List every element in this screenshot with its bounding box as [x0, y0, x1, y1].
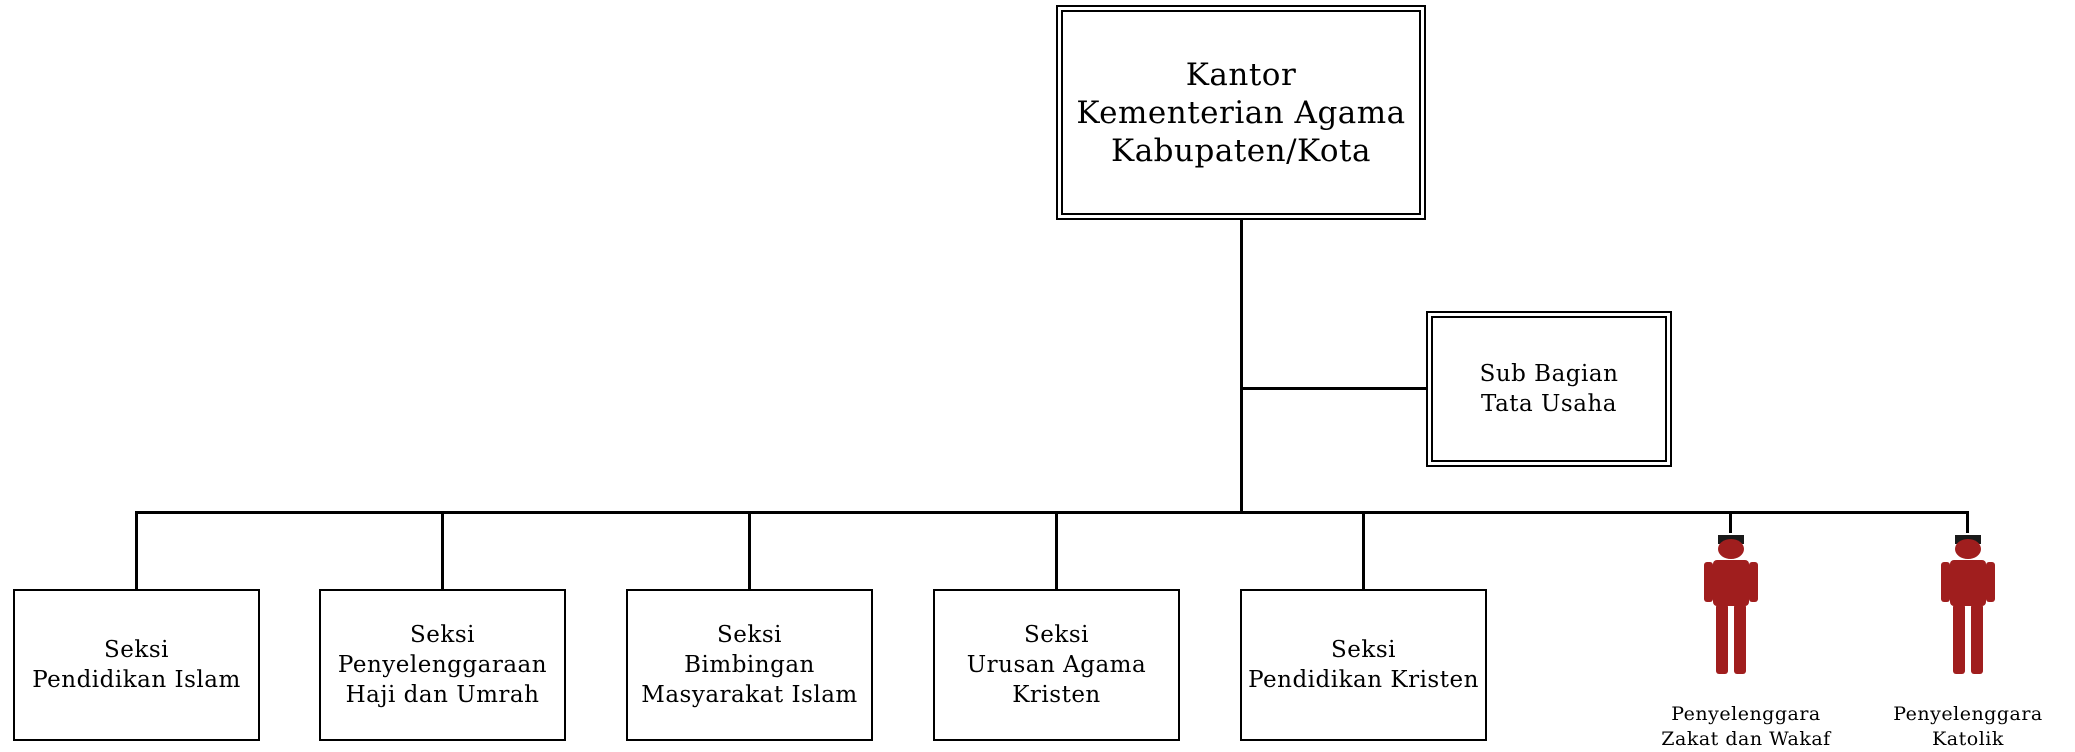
- section-box-urusan-agama-kristen: Seksi Urusan Agama Kristen: [933, 589, 1180, 741]
- top-box-line: Kabupaten/Kota: [1111, 132, 1371, 169]
- section-line: Seksi: [1024, 622, 1089, 648]
- section-box-bimbingan-masyarakat-islam: Seksi Bimbingan Masyarakat Islam: [626, 589, 873, 741]
- connector-drop-4: [1055, 511, 1058, 589]
- section-line: Haji dan Umrah: [345, 682, 540, 708]
- section-line: Seksi: [104, 637, 169, 663]
- connector-horizontal-bus: [135, 511, 1969, 514]
- section-line: Urusan Agama: [966, 652, 1147, 678]
- person-label-line: Katolik: [1932, 728, 2004, 750]
- section-line: Seksi: [717, 622, 782, 648]
- person-label-line: Zakat dan Wakaf: [1661, 728, 1831, 750]
- section-line: Penyelenggaraan: [337, 652, 548, 678]
- section-line: Pendidikan Islam: [32, 667, 241, 693]
- sub-bagian-line: Tata Usaha: [1481, 391, 1617, 417]
- section-line: Bimbingan: [684, 652, 815, 678]
- person-label-katolik: Penyelenggara Katolik: [1863, 702, 2073, 752]
- top-box-line: Kementerian Agama: [1076, 94, 1406, 131]
- connector-drop-2: [441, 511, 444, 589]
- connector-drop-7: [1966, 511, 1969, 533]
- connector-drop-3: [748, 511, 751, 589]
- person-label-zakat-wakaf: Penyelenggara Zakat dan Wakaf: [1641, 702, 1851, 752]
- connector-sub-branch: [1240, 387, 1426, 390]
- top-box-kantor: Kantor Kementerian Agama Kabupaten/Kota: [1056, 5, 1426, 220]
- person-icon: [1696, 533, 1766, 674]
- connector-drop-1: [135, 511, 138, 589]
- section-box-pendidikan-islam: Seksi Pendidikan Islam: [13, 589, 260, 741]
- section-line: Kristen: [1012, 682, 1101, 708]
- section-box-haji-umrah: Seksi Penyelenggaraan Haji dan Umrah: [319, 589, 566, 741]
- sub-bagian-line: Sub Bagian: [1479, 361, 1619, 387]
- connector-top-vertical: [1240, 220, 1243, 514]
- section-line: Masyarakat Islam: [641, 682, 858, 708]
- person-label-line: Penyelenggara: [1671, 703, 1821, 725]
- section-line: Seksi: [1331, 637, 1396, 663]
- person-label-line: Penyelenggara: [1893, 703, 2043, 725]
- connector-drop-6: [1729, 511, 1732, 533]
- section-line: Pendidikan Kristen: [1248, 667, 1479, 693]
- section-line: Seksi: [410, 622, 475, 648]
- sub-bagian-box: Sub Bagian Tata Usaha: [1426, 311, 1672, 467]
- top-box-line: Kantor: [1185, 56, 1297, 93]
- person-icon: [1933, 533, 2003, 674]
- connector-drop-5: [1362, 511, 1365, 589]
- section-box-pendidikan-kristen: Seksi Pendidikan Kristen: [1240, 589, 1487, 741]
